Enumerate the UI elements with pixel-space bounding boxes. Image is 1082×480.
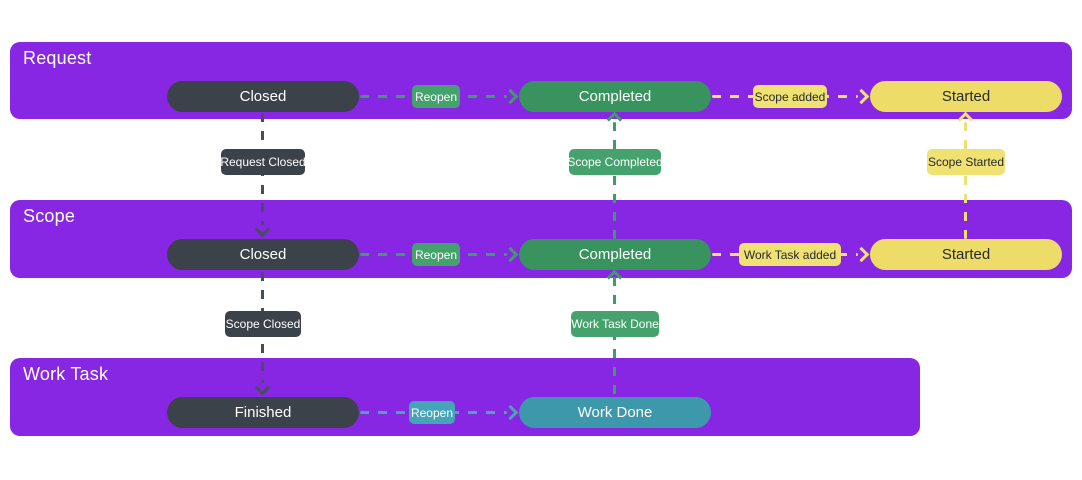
edge-label-work-task-done: Work Task Done [571, 311, 659, 337]
state-request-started: Started [870, 81, 1062, 112]
edge-work-task-done-line [613, 277, 616, 397]
lane-title-request: Request [23, 48, 92, 68]
edge-scope-started-line [964, 122, 967, 239]
state-scope-closed: Closed [167, 239, 359, 270]
state-scope-completed: Completed [519, 239, 711, 270]
lane-title-scope: Scope [23, 206, 76, 226]
edge-label-scope-started: Scope Started [927, 149, 1005, 175]
state-request-completed: Completed [519, 81, 711, 112]
state-scope-started: Started [870, 239, 1062, 270]
edge-label-work-task-added: Work Task added [739, 243, 841, 266]
state-work-done: Work Done [519, 397, 711, 428]
edge-label-scope-added: Scope added [753, 85, 827, 108]
state-work-task-finished: Finished [167, 397, 359, 428]
lane-work-task: Work Task [10, 358, 920, 436]
edge-label-scope-completed: Scope Completed [567, 149, 663, 175]
edge-label-request-closed: Request Closed [220, 149, 306, 175]
edge-scope-completed-line [613, 122, 616, 239]
state-request-closed: Closed [167, 81, 359, 112]
edge-label-scope-reopen: Reopen [412, 243, 460, 266]
lane-title-work-task: Work Task [23, 364, 109, 384]
edge-label-request-reopen: Reopen [412, 85, 460, 108]
edge-label-work-task-reopen: Reopen [409, 401, 455, 424]
edge-label-scope-closed: Scope Closed [225, 311, 301, 337]
